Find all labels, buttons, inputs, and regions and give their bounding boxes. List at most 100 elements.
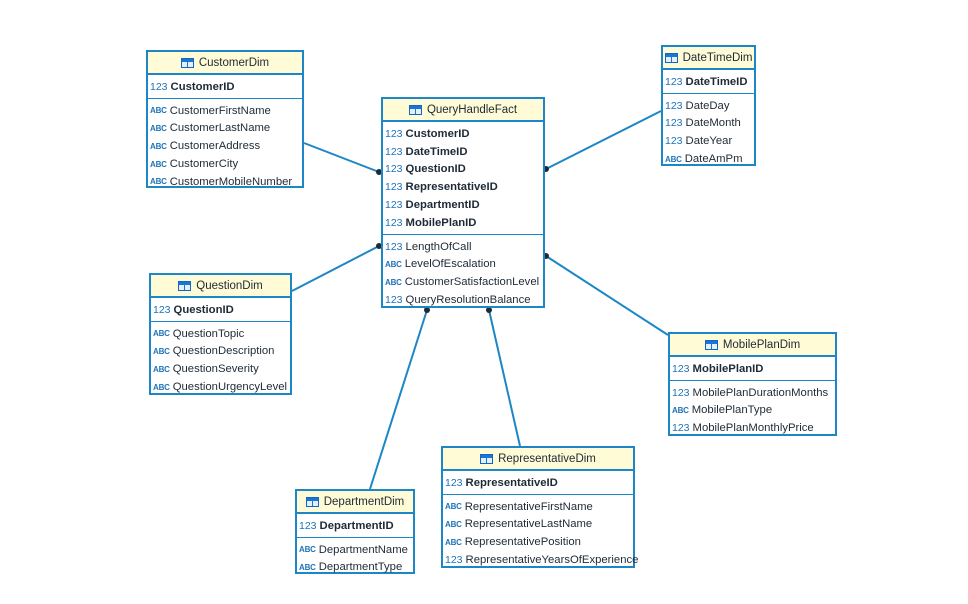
column-name: MobilePlanID xyxy=(692,362,764,375)
text-type-icon: ABC xyxy=(150,159,167,169)
relationship-date-time-dim-to-query-handle-fact[interactable] xyxy=(545,110,662,170)
text-type-icon: ABC xyxy=(153,346,170,356)
query-handle-fact-header[interactable]: QueryHandleFact xyxy=(383,99,543,122)
text-type-icon: ABC xyxy=(153,364,170,374)
relationship-question-dim-to-query-handle-fact[interactable] xyxy=(291,245,380,292)
column-name: DepartmentType xyxy=(318,561,403,574)
column-name: QueryResolutionBalance xyxy=(405,294,531,307)
customer-dim-header[interactable]: CustomerDim xyxy=(148,52,302,75)
column-name: DateDay xyxy=(685,99,730,112)
text-type-icon: ABC xyxy=(665,154,682,164)
column-name: LevelOfEscalation xyxy=(404,258,496,271)
date-time-dim-header[interactable]: DateTimeDim xyxy=(663,47,754,70)
numeric-type-icon: 123 xyxy=(153,303,171,316)
table-icon xyxy=(408,104,422,115)
text-type-icon: ABC xyxy=(385,277,402,287)
numeric-type-icon: 123 xyxy=(385,216,403,229)
department-dim-title: DepartmentDim xyxy=(323,495,405,508)
mobile-plan-dim-title: MobilePlanDim xyxy=(722,338,801,351)
column-name: CustomerMobileNumber xyxy=(169,175,293,188)
column-name: DateTimeID xyxy=(685,75,748,88)
representative-dim-header[interactable]: RepresentativeDim xyxy=(443,448,633,471)
question-dim-title: QuestionDim xyxy=(196,279,263,292)
column-name: DateYear xyxy=(685,135,733,148)
relationship-representative-dim-to-query-handle-fact[interactable] xyxy=(488,309,521,447)
column-name: CustomerCity xyxy=(169,158,239,171)
numeric-type-icon: 123 xyxy=(385,145,403,158)
column-name: RepresentativeID xyxy=(465,476,558,489)
department-dim-header[interactable]: DepartmentDim xyxy=(297,491,413,514)
numeric-type-icon: 123 xyxy=(445,554,463,567)
column-name: DepartmentID xyxy=(319,519,394,532)
text-type-icon: ABC xyxy=(672,405,689,415)
column-name: CustomerID xyxy=(405,127,470,140)
relationship-mobile-plan-dim-to-query-handle-fact[interactable] xyxy=(545,255,669,336)
column-name: QuestionTopic xyxy=(172,327,245,340)
relationship-customer-dim-to-query-handle-fact[interactable] xyxy=(303,142,380,173)
mobile-plan-dim-header[interactable]: MobilePlanDim xyxy=(670,334,835,357)
numeric-type-icon: 123 xyxy=(665,99,683,112)
numeric-type-icon: 123 xyxy=(445,476,463,489)
relationship-department-dim-to-query-handle-fact[interactable] xyxy=(369,309,428,490)
column-name: CustomerFirstName xyxy=(169,104,271,117)
column-name: QuestionDescription xyxy=(172,345,275,358)
table-icon xyxy=(305,496,319,507)
text-type-icon: ABC xyxy=(150,177,167,187)
question-dim-header[interactable]: QuestionDim xyxy=(151,275,290,298)
numeric-type-icon: 123 xyxy=(665,75,683,88)
table-icon xyxy=(704,339,718,350)
representative-dim-title: RepresentativeDim xyxy=(498,452,596,465)
text-type-icon: ABC xyxy=(150,123,167,133)
